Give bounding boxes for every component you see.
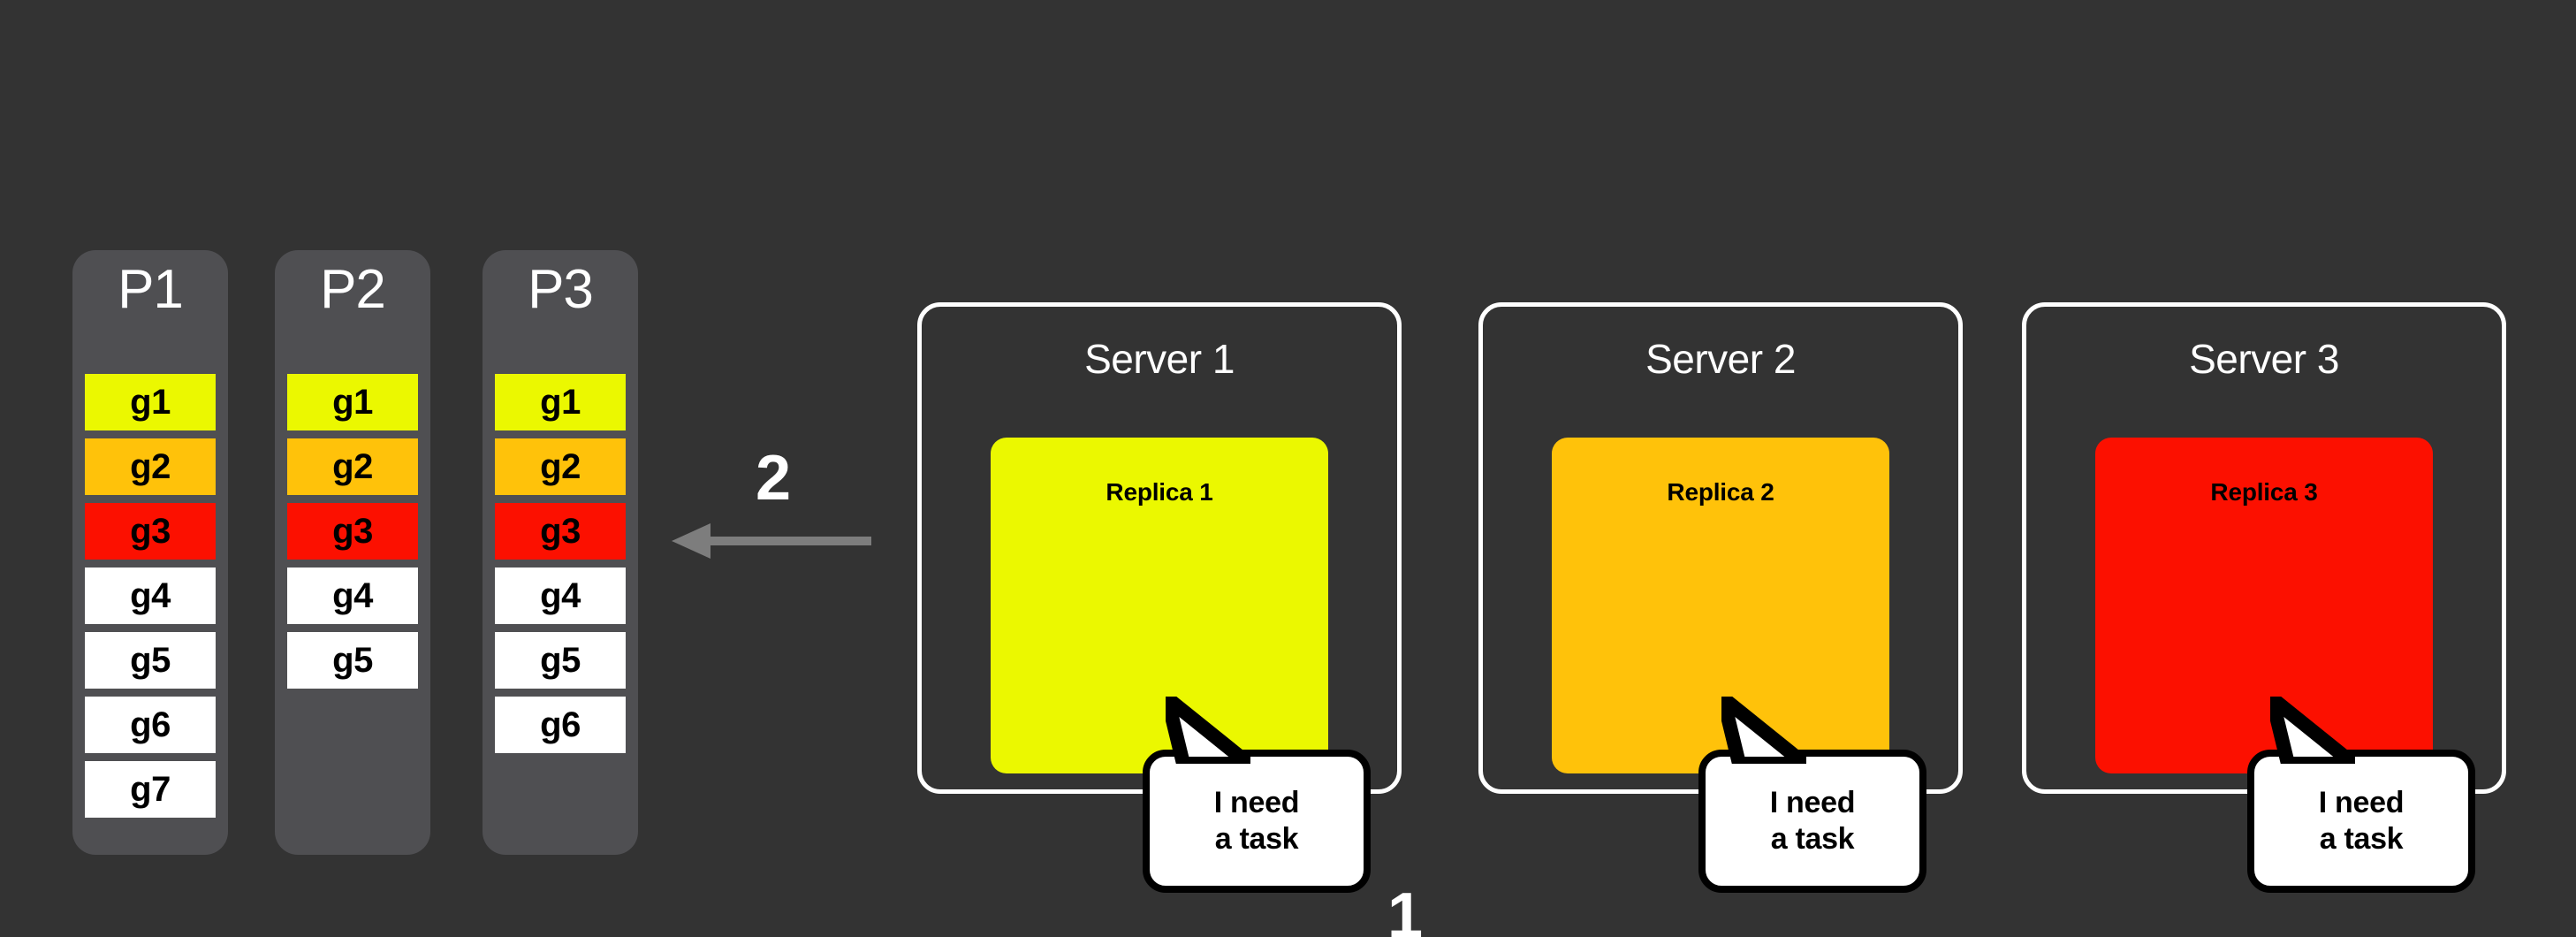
speech-bubble-line-1: I need [1213,785,1300,819]
partition-item[interactable]: g4 [287,568,418,624]
speech-bubble-server-2: I need a task [1698,697,1926,893]
server-title-1: Server 1 [1084,336,1235,382]
partition-item[interactable]: g2 [85,438,216,495]
arrow-head-icon [672,523,710,559]
replica-title-2: Replica 2 [1667,478,1774,506]
replica-block-2[interactable]: Replica 2 [1552,438,1889,773]
partition-item[interactable]: g1 [287,374,418,430]
speech-bubble-line-2: a task [2319,822,2404,856]
partition-item[interactable]: g6 [85,697,216,753]
partition-items-p2: g1 g2 g3 g4 g5 [287,374,418,689]
partition-items-p1: g1 g2 g3 g4 g5 g6 g7 [85,374,216,818]
partition-column-p1[interactable]: P1 g1 g2 g3 g4 g5 g6 g7 [72,250,228,855]
partition-item[interactable]: g5 [287,632,418,689]
partition-title-p2: P2 [320,259,386,320]
speech-bubble-server-3: I need a task [2247,697,2475,893]
partition-item[interactable]: g1 [495,374,626,430]
partition-item[interactable]: g4 [495,568,626,624]
speech-bubble-line-1: I need [1769,785,1856,819]
replica-block-1[interactable]: Replica 1 [991,438,1328,773]
server-box-1[interactable]: Server 1 Replica 1 [917,302,1402,794]
partition-item[interactable]: g7 [85,761,216,818]
speech-bubble-server-1: I need a task [1143,697,1371,893]
partition-item[interactable]: g4 [85,568,216,624]
partition-column-p2[interactable]: P2 g1 g2 g3 g4 g5 [275,250,430,855]
partition-item[interactable]: g6 [495,697,626,753]
server-title-3: Server 3 [2189,336,2339,382]
partition-item[interactable]: g3 [495,503,626,560]
replica-title-3: Replica 3 [2210,478,2318,506]
step-label-1: 1 [1387,880,1423,937]
speech-bubble-line-1: I need [2318,785,2405,819]
server-box-2[interactable]: Server 2 Replica 2 [1478,302,1963,794]
partition-item[interactable]: g5 [85,632,216,689]
partition-item[interactable]: g2 [495,438,626,495]
replica-block-3[interactable]: Replica 3 [2095,438,2433,773]
partition-item[interactable]: g3 [287,503,418,560]
server-title-2: Server 2 [1645,336,1796,382]
arrow-shaft [707,537,871,545]
partition-item[interactable]: g3 [85,503,216,560]
speech-bubble-line-2: a task [1214,822,1299,856]
partition-items-p3: g1 g2 g3 g4 g5 g6 [495,374,626,753]
partition-column-p3[interactable]: P3 g1 g2 g3 g4 g5 g6 [483,250,638,855]
partition-title-p3: P3 [528,259,594,320]
speech-bubble-line-2: a task [1770,822,1855,856]
partition-item[interactable]: g5 [495,632,626,689]
replica-title-1: Replica 1 [1106,478,1213,506]
partition-item[interactable]: g2 [287,438,418,495]
partition-title-p1: P1 [118,259,184,320]
partition-item[interactable]: g1 [85,374,216,430]
server-box-3[interactable]: Server 3 Replica 3 [2022,302,2506,794]
step-label-2: 2 [756,443,791,514]
task-assignment-arrow [672,520,871,562]
